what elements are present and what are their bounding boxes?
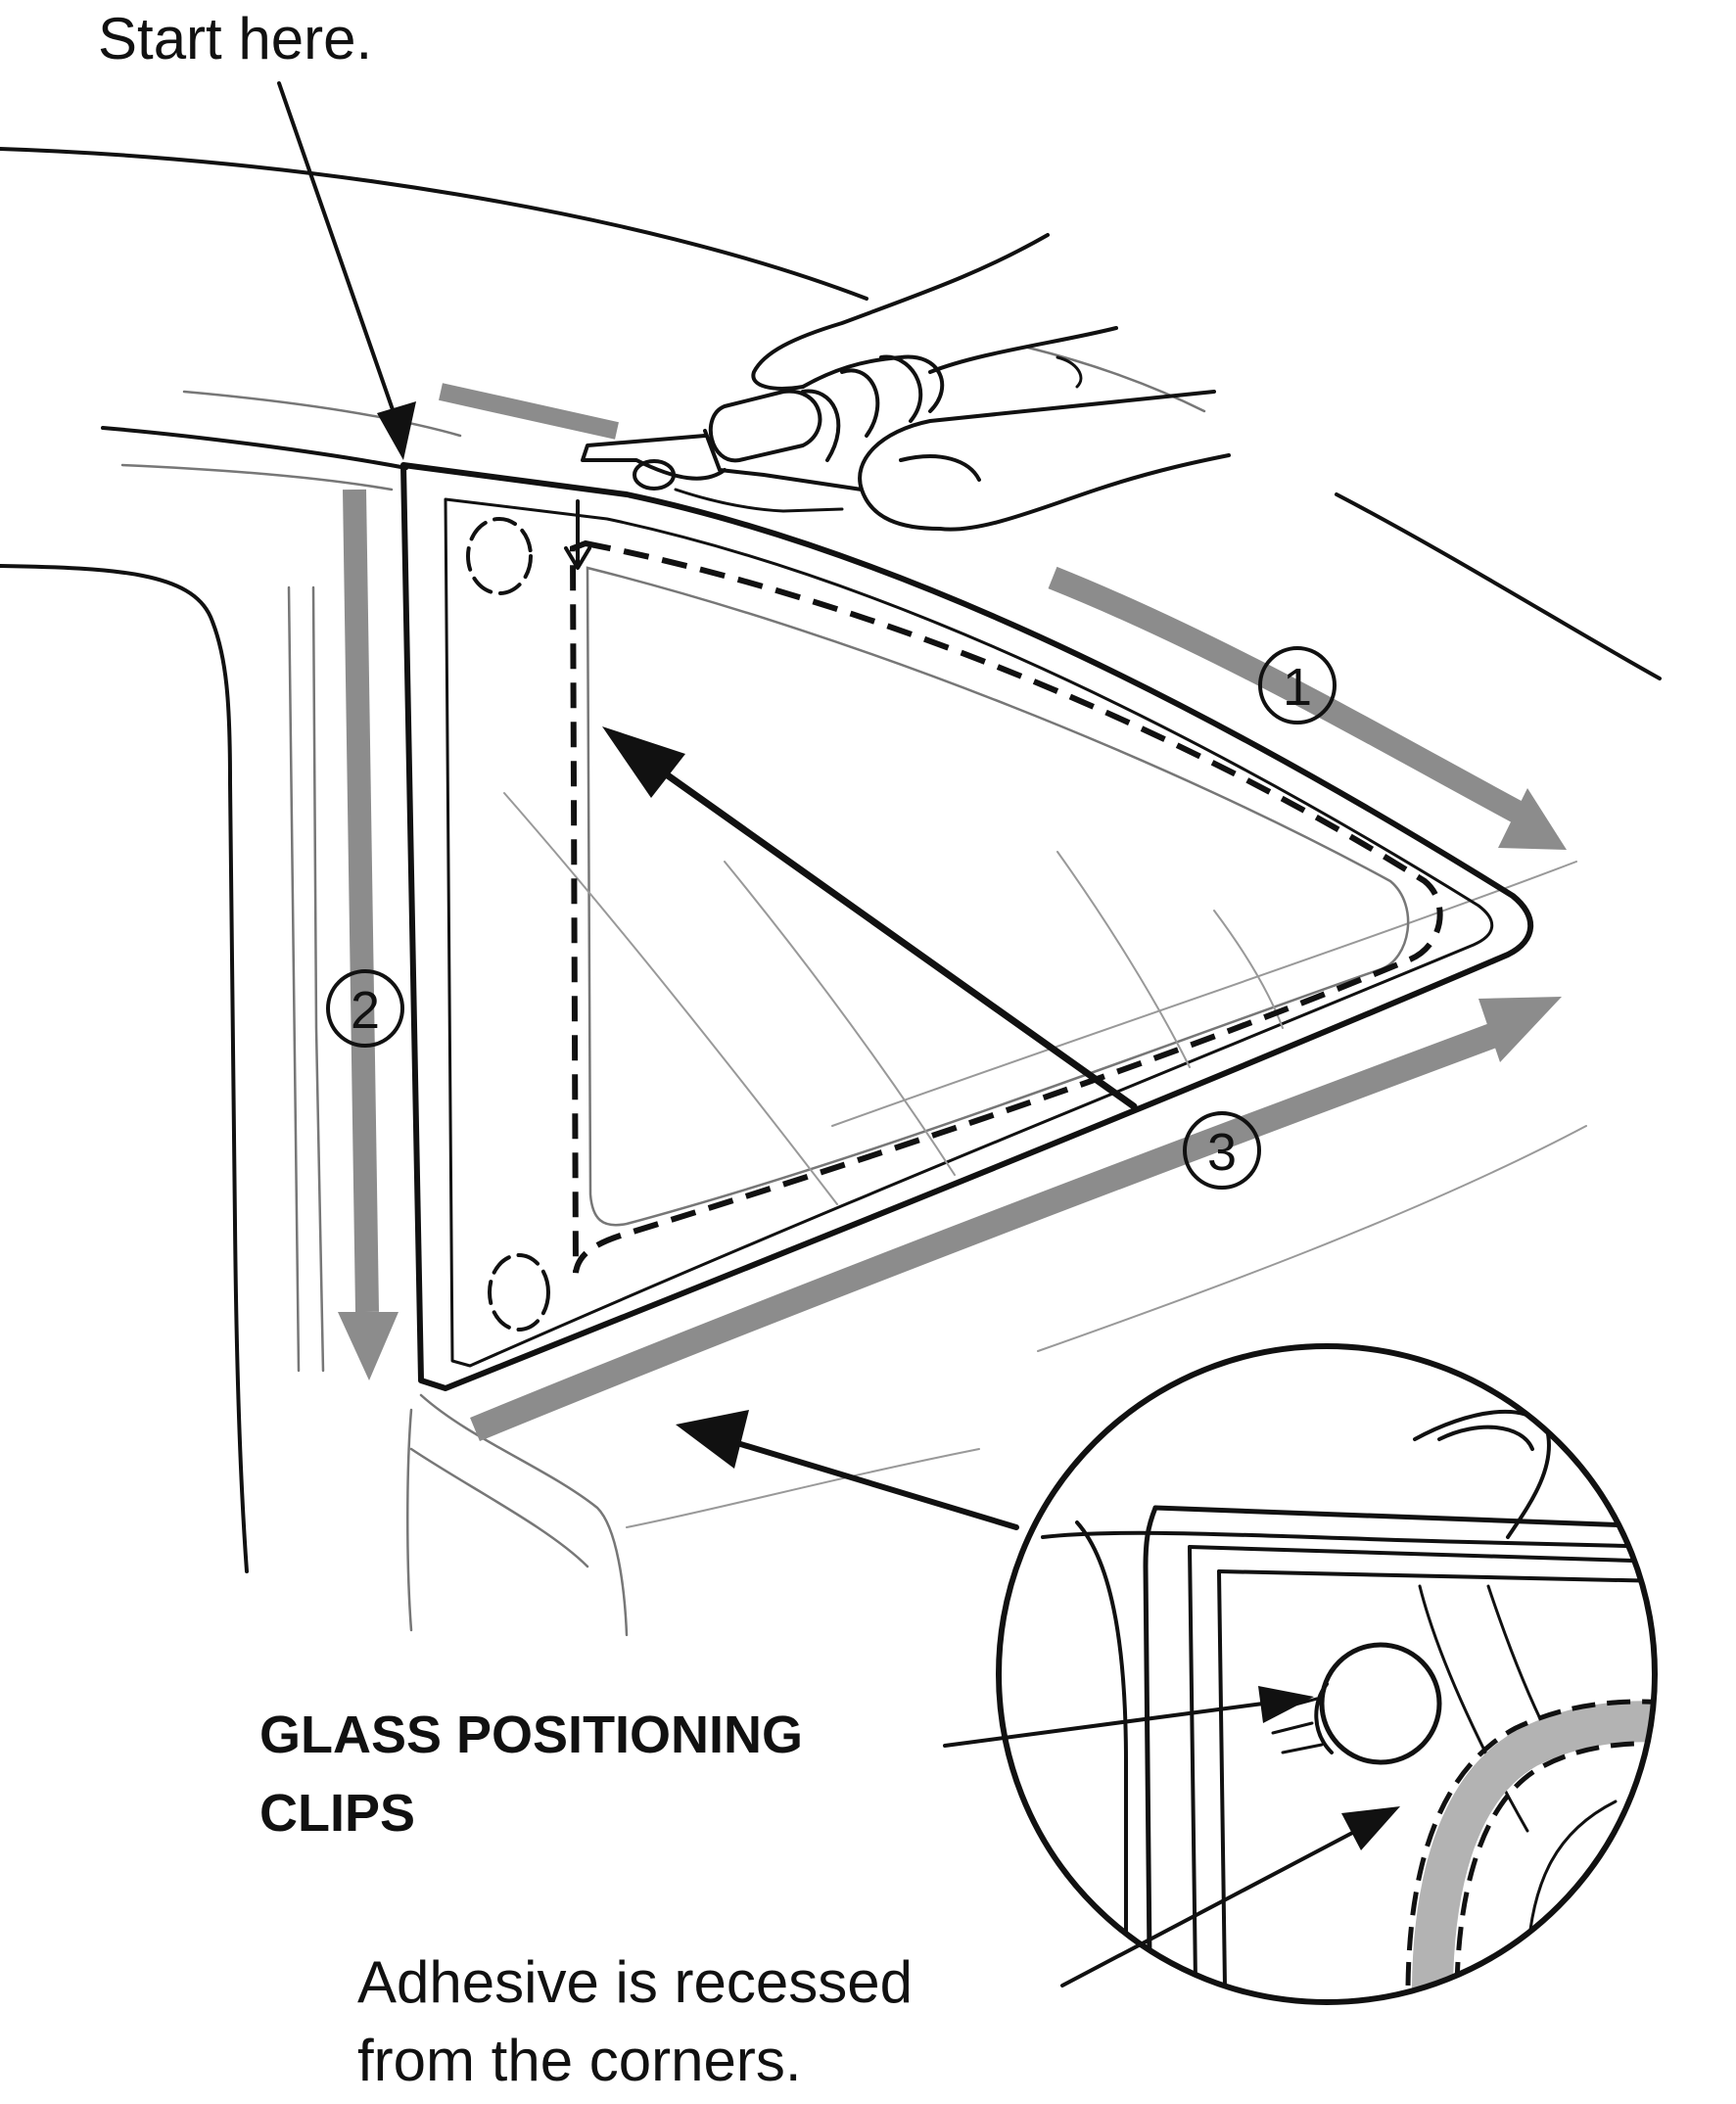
step-arrows [338, 383, 1567, 1442]
detail-pointer-lower [676, 1410, 1019, 1530]
adhesive-note-line1: Adhesive is recessed [357, 1949, 913, 2015]
glass-positioning-clips-label-line1: GLASS POSITIONING [259, 1706, 803, 1764]
arrow-1-shaft [1048, 566, 1533, 828]
clips-leader [943, 1686, 1314, 1748]
bead-start-marker [564, 499, 591, 570]
arrow-2-head [338, 1312, 399, 1380]
glass-positioning-clips-label-line2: CLIPS [259, 1784, 415, 1843]
car-body-outline [0, 147, 1662, 1637]
arrow-2-shaft [343, 489, 379, 1313]
adhesive-note-line2: from the corners. [357, 2028, 802, 2093]
step-number-1-text: 1 [1283, 658, 1312, 717]
start-pointer [277, 81, 416, 460]
top-band [439, 383, 619, 440]
step-number-3-text: 3 [1207, 1123, 1237, 1182]
detail-view [996, 1343, 1658, 2005]
arrow-3-shaft [470, 1015, 1518, 1442]
detail-pointer-upper [602, 726, 1138, 1110]
arrow-3-head [1478, 997, 1562, 1062]
arrow-1-head [1498, 788, 1567, 850]
step-number-2-text: 2 [351, 981, 380, 1040]
step-number-1: 1 [1258, 646, 1337, 725]
adhesive-leader [1060, 1806, 1400, 1987]
step-number-2: 2 [326, 969, 404, 1048]
detail-circle-border [996, 1343, 1658, 2005]
step-number-3: 3 [1183, 1111, 1261, 1190]
start-here-label: Start here. [98, 6, 372, 71]
adhesive-bead-path [569, 539, 1443, 1274]
hand-with-applicator [581, 233, 1231, 532]
